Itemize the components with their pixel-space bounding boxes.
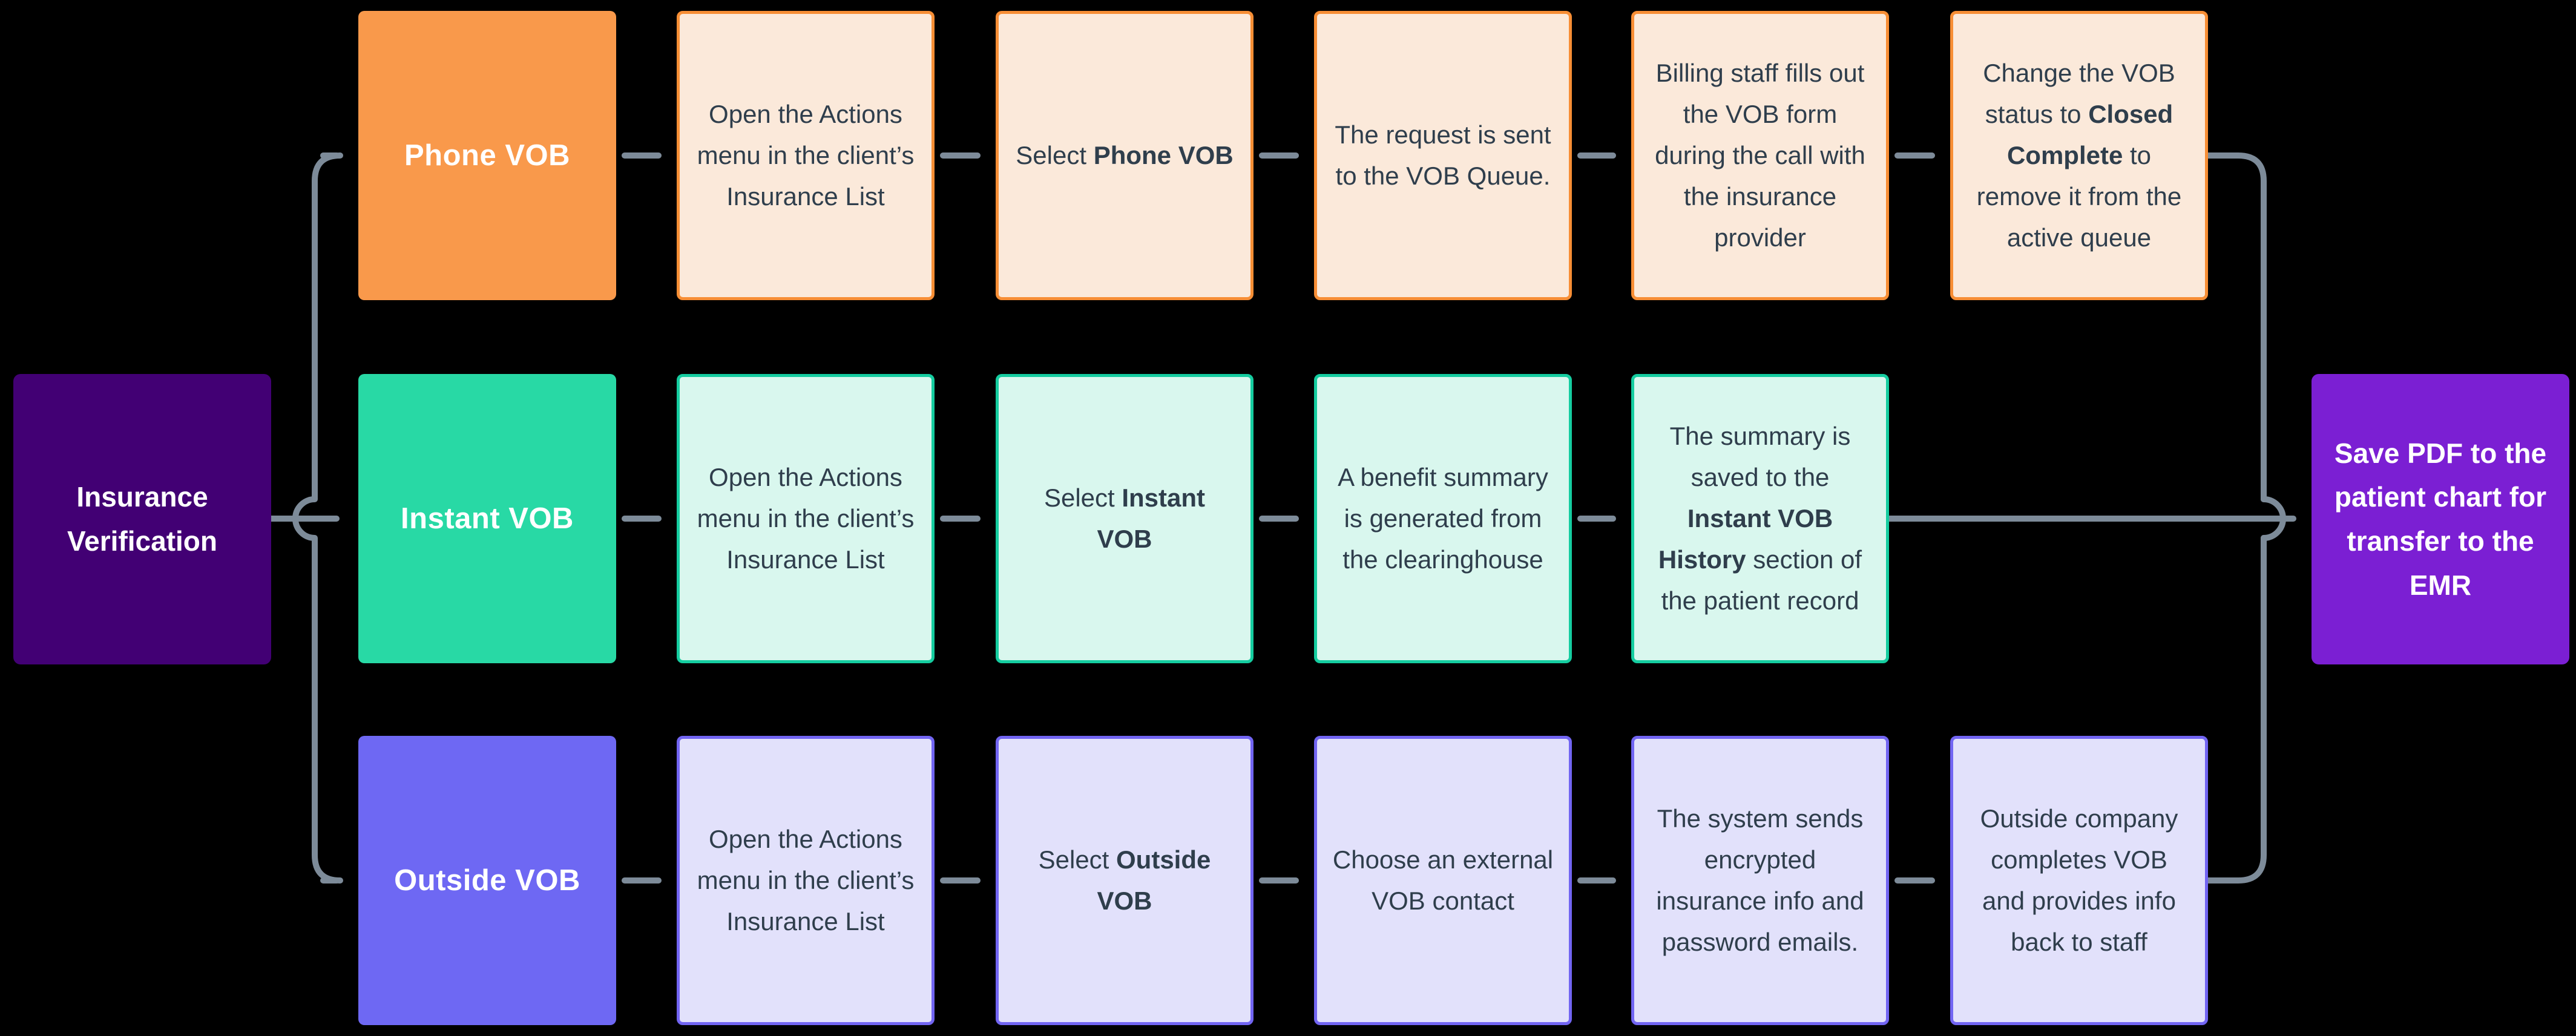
step-text: Select Phone VOB (1016, 140, 1234, 169)
step-box-phone-vob-2: Select Phone VOB (996, 11, 1254, 300)
split-connector (268, 152, 343, 884)
split-trunk-line (292, 152, 343, 884)
step-text: Change the VOB status to Closed Complete… (1976, 58, 2182, 252)
step-text: Select Instant VOB (1043, 483, 1206, 553)
step-box-phone-vob-3: The request is sent to the VOB Queue. (1314, 11, 1572, 300)
row-header-phone-vob: Phone VOB (358, 11, 616, 300)
merge-connector (1886, 152, 2296, 884)
step-box-outside-vob-1: Open the Actions menu in the client’s In… (677, 736, 935, 1025)
step-text: Outside company completes VOB and provid… (1980, 804, 2178, 957)
step-text: The summary is saved to the Instant VOB … (1658, 421, 1862, 615)
merge-top-line (2205, 152, 2267, 502)
step-text: Open the Actions menu in the client’s In… (697, 824, 915, 936)
step-box-instant-vob-2: Select Instant VOB (996, 374, 1254, 663)
merge-hop-line (2261, 496, 2286, 541)
step-text: Select Outside VOB (1038, 845, 1211, 915)
step-box-outside-vob-5: Outside company completes VOB and provid… (1950, 736, 2208, 1025)
merge-bottom-line (2205, 535, 2267, 884)
step-text: A benefit summary is generated from the … (1338, 462, 1548, 574)
step-box-phone-vob-5: Change the VOB status to Closed Complete… (1950, 11, 2208, 300)
step-text: The system sends encrypted insurance inf… (1656, 804, 1864, 957)
row-header-outside-vob: Outside VOB (358, 736, 616, 1025)
end-node: Save PDF to the patient chart for transf… (2312, 374, 2569, 664)
step-box-instant-vob-4: The summary is saved to the Instant VOB … (1631, 374, 1889, 663)
step-box-instant-vob-1: Open the Actions menu in the client’s In… (677, 374, 935, 663)
step-text: The request is sent to the VOB Queue. (1335, 120, 1551, 190)
step-arrows (622, 152, 1935, 884)
step-text: Billing staff fills out the VOB form dur… (1655, 58, 1865, 252)
step-text: Open the Actions menu in the client’s In… (697, 99, 915, 211)
step-box-instant-vob-3: A benefit summary is generated from the … (1314, 374, 1572, 663)
start-node: Insurance Verification (13, 374, 271, 664)
step-box-outside-vob-4: The system sends encrypted insurance inf… (1631, 736, 1889, 1025)
step-text: Choose an external VOB contact (1332, 845, 1554, 915)
step-box-phone-vob-1: Open the Actions menu in the client’s In… (677, 11, 935, 300)
step-text: Open the Actions menu in the client’s In… (697, 462, 915, 574)
step-box-outside-vob-2: Select Outside VOB (996, 736, 1254, 1025)
step-box-outside-vob-3: Choose an external VOB contact (1314, 736, 1572, 1025)
step-box-phone-vob-4: Billing staff fills out the VOB form dur… (1631, 11, 1889, 300)
row-header-instant-vob: Instant VOB (358, 374, 616, 663)
